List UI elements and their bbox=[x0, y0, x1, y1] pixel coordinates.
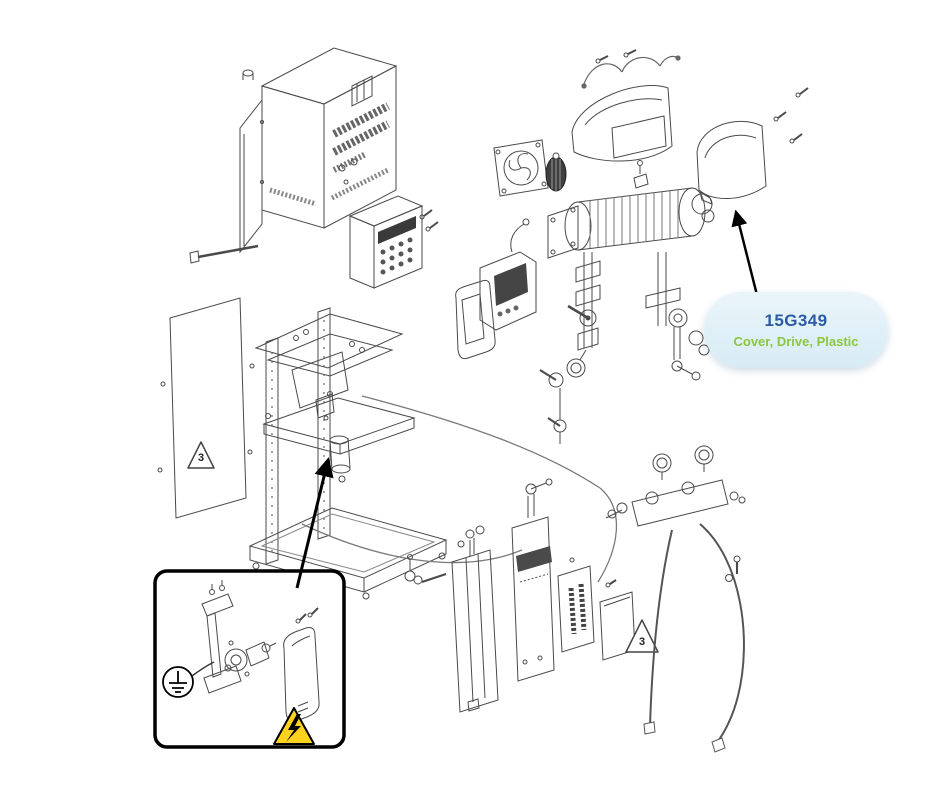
plastic-drive-cover-part bbox=[696, 87, 809, 205]
part-callout-bubble: 15G349 Cover, Drive, Plastic bbox=[704, 292, 888, 368]
ground-bracket-assembly bbox=[201, 580, 277, 694]
inset-detail-arrow bbox=[295, 457, 334, 589]
center-valve-stack bbox=[539, 252, 601, 444]
right-valve-stack bbox=[645, 252, 710, 381]
warning-triangle-left-label: 3 bbox=[197, 452, 205, 464]
heater-column-1 bbox=[404, 525, 499, 713]
control-cabinet bbox=[189, 47, 398, 264]
cooling-fan bbox=[493, 139, 549, 197]
part-number: 15G349 bbox=[764, 311, 828, 330]
gasket-plate bbox=[455, 279, 496, 360]
high-voltage-warning-icon bbox=[273, 707, 315, 745]
side-panel-sheet bbox=[157, 297, 255, 519]
callout-arrow bbox=[731, 209, 760, 300]
warning-triangle-right-label: 3 bbox=[638, 636, 646, 648]
terminal-connector-block bbox=[557, 557, 595, 653]
sensor-wires bbox=[581, 55, 681, 89]
frame-stand bbox=[248, 307, 448, 600]
heater-body bbox=[547, 160, 715, 259]
left-shroud-cover bbox=[571, 49, 673, 162]
heater-column-2 bbox=[511, 478, 555, 682]
ground-symbol-icon bbox=[162, 666, 194, 698]
finned-motor bbox=[545, 152, 567, 192]
part-description: Cover, Drive, Plastic bbox=[733, 334, 859, 349]
cable-runs bbox=[301, 395, 618, 583]
warning-triangle-right-icon bbox=[625, 619, 659, 653]
display-control-device bbox=[479, 218, 537, 331]
fluid-hoses bbox=[643, 523, 745, 753]
ground-detail-inset bbox=[153, 569, 346, 749]
warning-triangle-left-icon bbox=[187, 441, 215, 469]
keypad-module bbox=[348, 195, 439, 289]
fluid-manifold bbox=[605, 445, 746, 582]
